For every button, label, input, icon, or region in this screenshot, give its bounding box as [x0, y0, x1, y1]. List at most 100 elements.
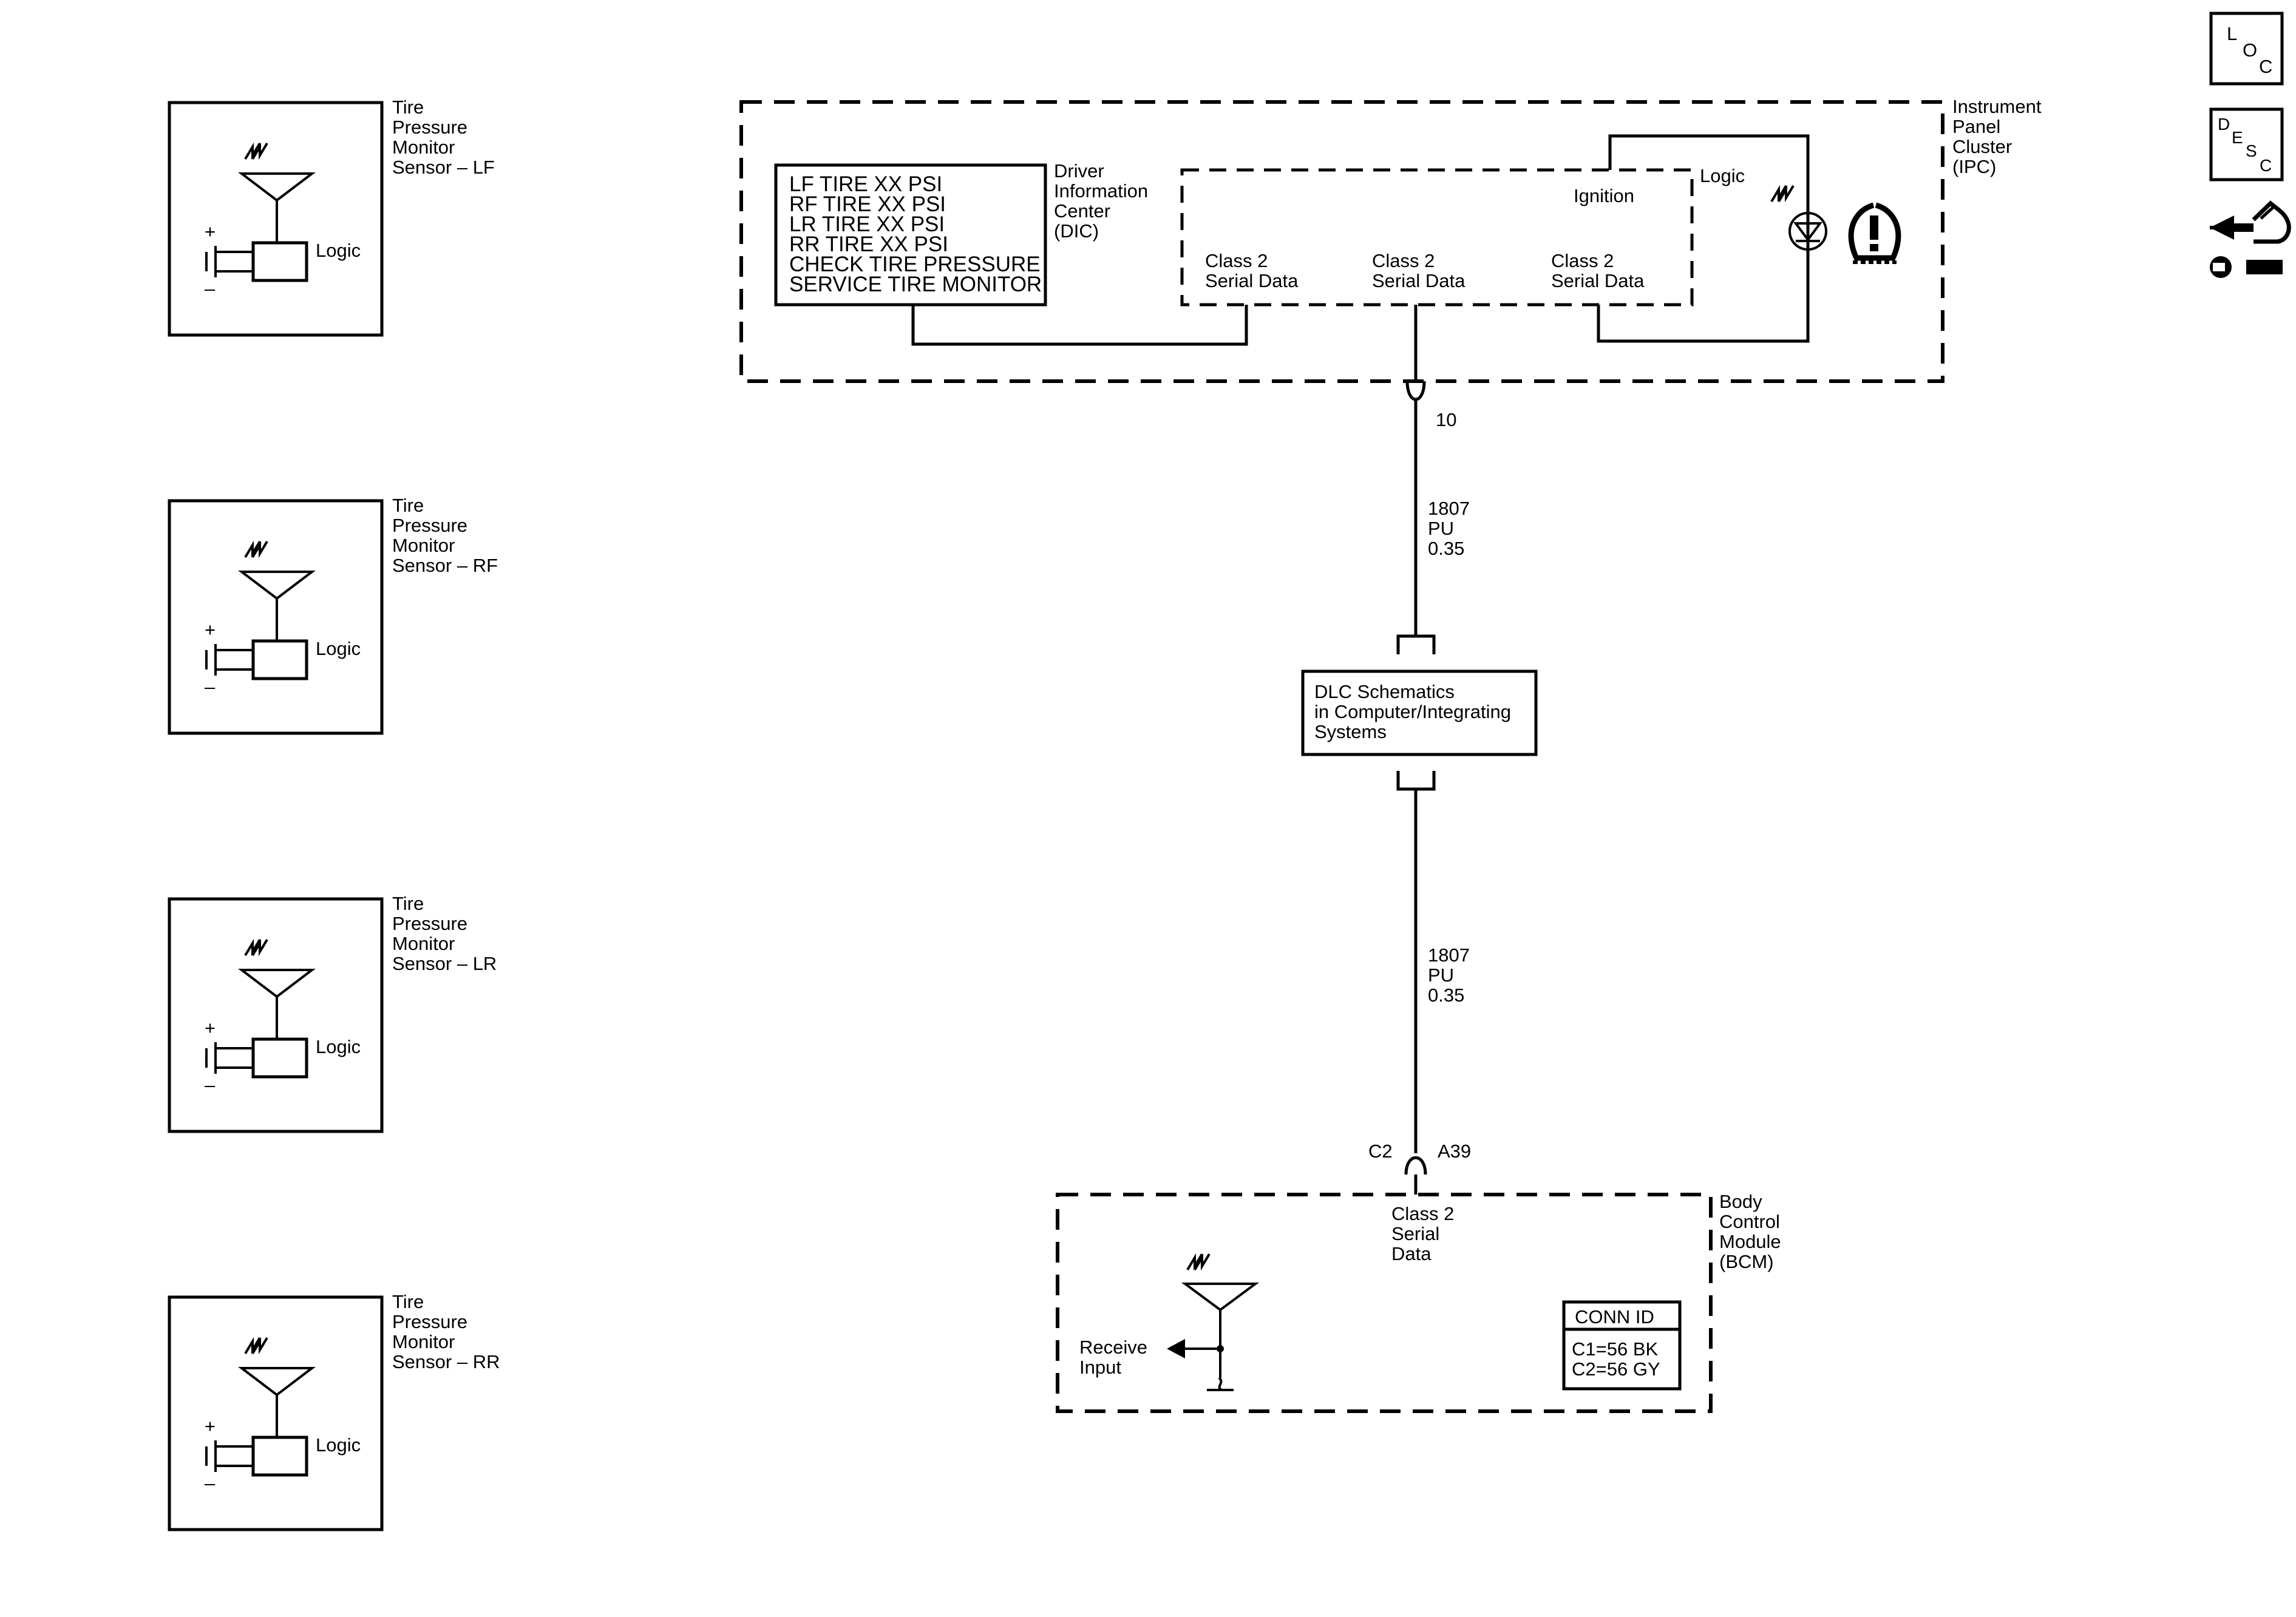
ipc-title-3: Cluster [1952, 136, 2012, 157]
conn-id-title: CONN ID [1575, 1306, 1654, 1327]
bcm-title-4: (BCM) [1719, 1251, 1774, 1272]
antenna-icon [238, 938, 316, 1039]
minus-label: – [205, 676, 216, 697]
plus-label: + [205, 1415, 216, 1437]
dlc-box [1301, 670, 1538, 756]
loc-button[interactable]: L O C [2209, 12, 2284, 86]
sensor-title-1: Tire [392, 97, 424, 118]
connector-symbol [1404, 1156, 1427, 1175]
desc-letter: E [2232, 128, 2243, 147]
plus-label: + [205, 221, 216, 242]
sensor-box [168, 1295, 384, 1531]
logic-label: Logic [316, 240, 361, 261]
sensor-rr: Logic + – Tire Pressure Monitor Sensor –… [168, 1291, 500, 1531]
ipc-boundary [739, 100, 1944, 383]
antenna-icon [1181, 1253, 1260, 1391]
bcm-title-2: Control [1719, 1211, 1780, 1232]
desc-letter: S [2246, 141, 2257, 160]
antenna-icon [238, 1337, 316, 1437]
bcm-title-1: Body [1719, 1191, 1762, 1212]
desc-button[interactable]: D E S C [2209, 107, 2284, 181]
sensor-title-1: Tire [392, 893, 424, 914]
ipc-title-2: Panel [1952, 116, 2000, 137]
conn-id-table: CONN ID C1=56 BK C2=56 GY [1562, 1300, 1682, 1391]
dic-title-4: (DIC) [1054, 220, 1099, 242]
sensor-title-3: Monitor [392, 535, 455, 556]
loc-letter: C [2259, 56, 2272, 77]
dic-message: RF TIRE XX PSI [789, 192, 946, 216]
conn-id-row: C2=56 GY [1572, 1358, 1660, 1380]
bcm-connector: C2 A39 [1368, 1141, 1471, 1195]
logic-label: Logic [1700, 165, 1745, 186]
battery-icon [205, 246, 253, 277]
dic-message: LR TIRE XX PSI [789, 212, 945, 236]
wire-circuit: 1807 [1428, 498, 1470, 519]
minus-label: – [205, 278, 216, 299]
logic-label: Logic [316, 638, 361, 659]
wire-gauge: 0.35 [1428, 985, 1464, 1006]
connector-label: C2 [1368, 1141, 1393, 1162]
battery-icon [205, 1042, 253, 1074]
bcm-serial-label: Data [1391, 1243, 1432, 1264]
ipc-connector: 10 [1405, 381, 1456, 430]
dic-wire [911, 305, 1248, 346]
desc-letter: D [2218, 115, 2230, 134]
wire-color: PU [1428, 964, 1454, 986]
dlc-connector-bottom [1396, 771, 1436, 791]
logic-box [251, 1436, 308, 1477]
serial-port-2: Class 2 [1372, 250, 1435, 271]
tire-pressure-warning-icon [1848, 202, 1901, 264]
body-control-module: Body Control Module (BCM) Class 2 Serial… [1056, 1191, 1781, 1413]
antenna-icon [238, 142, 316, 243]
battery-icon [205, 1440, 253, 1472]
sensor-box [168, 499, 384, 735]
dic-title-3: Center [1054, 200, 1110, 222]
dic-message: CHECK TIRE PRESSURE [789, 253, 1041, 276]
ipc-title-4: (IPC) [1952, 156, 1996, 177]
sensor-title-4: Sensor – LF [392, 157, 495, 178]
dic-message: RR TIRE XX PSI [789, 232, 948, 256]
dlc-text: DLC Schematics [1314, 681, 1455, 702]
conn-id-row: C1=56 BK [1572, 1338, 1659, 1360]
instrument-panel-cluster: Instrument Panel Cluster (IPC) LF TIRE X… [739, 96, 2042, 383]
sensor-title-1: Tire [392, 495, 424, 516]
sensor-title-3: Monitor [392, 933, 455, 954]
logic-box [251, 241, 308, 282]
sensor-box [168, 101, 384, 337]
bcm-serial-label: Class 2 [1391, 1203, 1454, 1224]
receive-label: Input [1079, 1357, 1121, 1378]
sensor-title-2: Pressure [392, 1311, 467, 1332]
wire-gauge: 0.35 [1428, 538, 1464, 559]
minus-label: – [205, 1473, 216, 1494]
sensor-box [168, 897, 384, 1133]
dic-message: SERVICE TIRE MONITOR [789, 273, 1042, 296]
connector-symbol [1405, 381, 1426, 401]
wire-circuit: 1807 [1428, 944, 1470, 966]
logic-box [251, 639, 308, 680]
minus-label: – [205, 1074, 216, 1096]
logic-box [251, 1037, 308, 1079]
plus-label: + [205, 1017, 216, 1039]
sensor-title-2: Pressure [392, 515, 467, 536]
logic-label: Logic [316, 1036, 361, 1057]
dlc-connector-top [1396, 634, 1436, 654]
serial-port-1: Class 2 [1205, 250, 1268, 271]
serial-port-3: Serial Data [1551, 270, 1645, 291]
dic-display [774, 163, 1047, 307]
serial-port-2: Serial Data [1372, 270, 1466, 291]
dic-message: LF TIRE XX PSI [789, 172, 942, 196]
dic-title-2: Information [1054, 180, 1148, 202]
receive-arrow-icon [1167, 1339, 1224, 1358]
logic-label: Logic [316, 1434, 361, 1456]
serial-port-3: Class 2 [1551, 250, 1614, 271]
dlc-block: DLC Schematics in Computer/Integrating S… [1301, 634, 1538, 791]
dic-title-1: Driver [1054, 160, 1104, 181]
repair-icon[interactable] [2210, 200, 2291, 278]
ipc-logic-boundary [1180, 168, 1694, 307]
antenna-icon [238, 540, 316, 641]
sensor-rf: Logic + – Tire Pressure Monitor Sensor –… [168, 495, 498, 735]
sensor-title-2: Pressure [392, 913, 467, 934]
bcm-title-3: Module [1719, 1231, 1781, 1252]
bcm-boundary [1056, 1193, 1713, 1413]
